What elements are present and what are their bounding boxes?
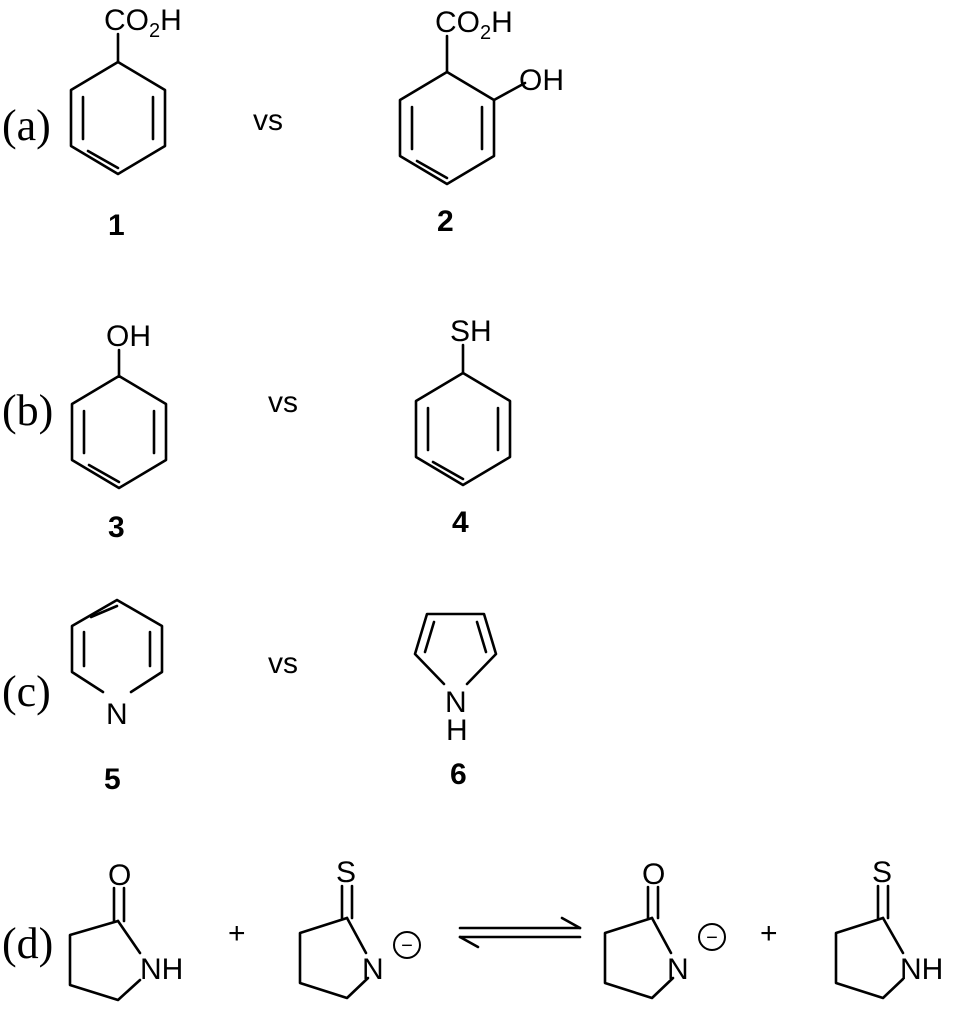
carbonyl-double-bond — [112, 886, 126, 923]
compound-5-pyridine: N — [70, 598, 164, 731]
oxygen-label: O — [642, 858, 665, 891]
hydroxyl-label: OH — [106, 320, 151, 353]
thiocarbonyl-double-bond — [876, 884, 890, 920]
negative-charge-circle — [698, 923, 726, 951]
pyrrole-nitrogen-label: N — [445, 686, 467, 719]
negative-charge-circle — [393, 931, 421, 959]
pyrrolidinone-anion: O N − — [603, 858, 726, 1000]
hydroxyl-label: OH — [519, 64, 564, 97]
thiocarbonyl-double-bond — [340, 884, 354, 920]
sulfur-label: S — [336, 856, 356, 889]
pyrrolidinethione: S NH — [834, 856, 943, 1000]
part-c-label: (c) — [2, 667, 51, 716]
compound-3-phenol: OH — [70, 320, 168, 490]
compound-number-6: 6 — [450, 758, 467, 791]
nh-label: NH — [140, 953, 183, 986]
compound-number-4: 4 — [452, 506, 469, 539]
thiol-label: SH — [450, 315, 492, 348]
negative-charge-sign: − — [706, 927, 718, 949]
compound-number-5: 5 — [104, 763, 121, 796]
compound-number-3: 3 — [108, 511, 125, 544]
carboxyl-group-label: CO2H — [435, 6, 513, 44]
compound-1-benzoic-acid: CO2H — [69, 4, 182, 176]
part-c-vs: vs — [268, 647, 298, 680]
carbonyl-double-bond — [646, 885, 660, 920]
negative-charge-sign: − — [401, 935, 413, 957]
equilibrium-arrow — [458, 916, 582, 949]
nitrogen-label: N — [362, 953, 384, 986]
part-a-vs: vs — [253, 104, 283, 137]
pyrrole-hydrogen-label: H — [446, 714, 468, 747]
carboxyl-group-label: CO2H — [104, 4, 182, 42]
oxygen-label: O — [108, 859, 131, 892]
nitrogen-label: N — [667, 953, 689, 986]
part-b-label: (b) — [2, 386, 53, 435]
plus-sign-1: + — [228, 917, 246, 950]
plus-sign-2: + — [760, 917, 778, 950]
sulfur-label: S — [872, 856, 892, 889]
aromatic-double-bonds — [81, 95, 155, 170]
part-a-label: (a) — [2, 101, 51, 150]
pyrrolidinone: O NH — [68, 859, 183, 1002]
nitrogen-label: N — [106, 698, 128, 731]
part-d-label: (d) — [2, 919, 53, 968]
compound-4-thiophenol: SH — [414, 315, 512, 487]
part-b-vs: vs — [268, 386, 298, 419]
compound-2-salicylic-acid: CO2H OH — [398, 6, 564, 186]
compound-number-2: 2 — [437, 205, 454, 238]
thiopyrrolidinone-anion: S N − — [298, 856, 421, 1000]
aromatic-double-bonds — [82, 409, 156, 484]
compound-6-pyrrole: N H — [413, 612, 498, 747]
aromatic-double-bonds — [82, 604, 152, 668]
nh-label: NH — [900, 953, 943, 986]
aromatic-double-bonds — [423, 620, 488, 654]
aromatic-double-bonds — [426, 406, 500, 481]
compound-number-1: 1 — [108, 209, 125, 242]
aromatic-double-bonds — [410, 105, 484, 180]
